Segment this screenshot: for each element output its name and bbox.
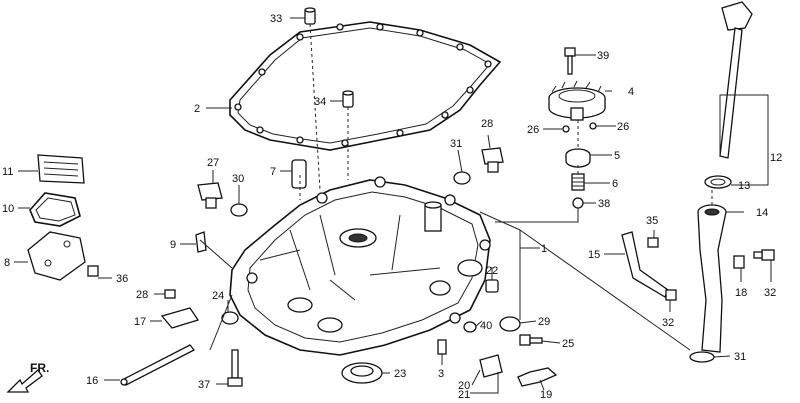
bolt-37: [227, 349, 243, 387]
callout-26: 26: [617, 121, 629, 133]
o-ring-25: [689, 351, 715, 363]
callout-21: 21: [458, 389, 470, 401]
clip-9: [195, 231, 207, 253]
plug-22: [485, 279, 499, 293]
callout-4: 4: [628, 86, 634, 98]
callout-13: 13: [738, 180, 750, 192]
callout-12: 12: [770, 152, 782, 164]
plug-28-left: [197, 182, 223, 209]
washer-26-right: [589, 122, 597, 130]
callout-32: 33: [270, 13, 282, 25]
callout-16: 16: [86, 375, 98, 387]
part-24: [221, 311, 239, 325]
front-arrow-label: FR.: [30, 361, 49, 375]
bracket-15: [621, 231, 669, 298]
bolt-3: [437, 339, 447, 355]
bolt-35: [753, 249, 775, 261]
callout-33: 35: [646, 215, 658, 227]
callout-30: 29: [538, 316, 550, 328]
bolt-29: [164, 289, 176, 299]
callout-19: 19: [540, 389, 552, 401]
washer-26-left: [562, 125, 570, 133]
callout-labels: 33 2 34 39 4 26 26 5 6 38 1 28 31 27 30 …: [2, 13, 782, 401]
front-arrow-icon: FR.: [6, 361, 49, 393]
callout-32: 34: [314, 96, 326, 108]
callout-5: 5: [614, 150, 620, 162]
pan-gasket: [229, 21, 502, 151]
leader-lines: [14, 17, 772, 394]
callout-2: 2: [194, 103, 200, 115]
callout-28: 28: [481, 118, 493, 130]
callout-39: 39: [597, 50, 609, 62]
callout-7: 7: [270, 166, 276, 178]
callout-8: 8: [4, 257, 10, 269]
callout-35: 32: [764, 287, 776, 299]
callout-18: 18: [735, 287, 747, 299]
callout-1: 1: [541, 243, 547, 255]
gear-bolt: [564, 47, 576, 75]
pin-7: [291, 159, 307, 189]
oil-filler-tube: [697, 204, 727, 353]
switch-20: [479, 354, 503, 378]
callout-34: 36: [116, 273, 128, 285]
callout-40: 40: [480, 320, 492, 332]
callout-22: 22: [486, 265, 498, 277]
bolt-34: [87, 265, 99, 277]
callout-25: 31: [734, 351, 746, 363]
callout-14: 14: [756, 207, 768, 219]
callout-31: 30: [232, 173, 244, 185]
callout-10: 10: [2, 203, 14, 215]
callout-20: 20: [458, 380, 470, 392]
callout-6: 6: [612, 178, 618, 190]
dowel-pin-top: [304, 7, 316, 25]
washer-40: [463, 321, 477, 333]
callout-23: 23: [394, 368, 406, 380]
governor-gear: [548, 80, 606, 121]
seal-23: [341, 362, 383, 384]
governor-holder: [565, 148, 591, 168]
plate-17: [160, 307, 200, 329]
spring-6: [571, 173, 585, 191]
bolt-33: [647, 237, 659, 248]
callout-11: 11: [2, 166, 13, 178]
plate-8: [27, 231, 86, 281]
callout-9: 9: [170, 239, 176, 251]
dashed-lines: [299, 23, 713, 205]
callout-3: 3: [438, 368, 444, 380]
callout-31: 31: [450, 138, 462, 150]
shaft-16: [120, 344, 196, 386]
wire-19: [517, 367, 558, 387]
filter-seal: [29, 192, 81, 227]
callout-38: 38: [598, 198, 610, 210]
callout-17: 17: [134, 316, 146, 328]
callout-29: 28: [136, 289, 148, 301]
dipstick: [719, 1, 753, 159]
callout-15: 15: [588, 249, 600, 261]
filter-screen: [37, 154, 85, 184]
oil-pan-case: [229, 176, 491, 356]
bolt-27: [519, 334, 543, 346]
callout-28: 27: [207, 157, 219, 169]
steel-ball: [572, 197, 584, 209]
washer-30: [499, 316, 521, 332]
washer-31-right: [453, 171, 471, 185]
bolt-36: [665, 289, 677, 301]
dowel-pin-middle: [342, 90, 354, 108]
collar-18: [733, 255, 745, 269]
callout-24: 24: [212, 290, 224, 302]
o-ring-13: [704, 175, 732, 189]
callout-27: 25: [562, 338, 574, 350]
callout-37: 37: [198, 379, 210, 391]
washer-31-left: [230, 203, 248, 217]
callout-26: 26: [527, 124, 539, 136]
callout-36: 32: [662, 317, 674, 329]
plug-28-right: [481, 147, 504, 173]
